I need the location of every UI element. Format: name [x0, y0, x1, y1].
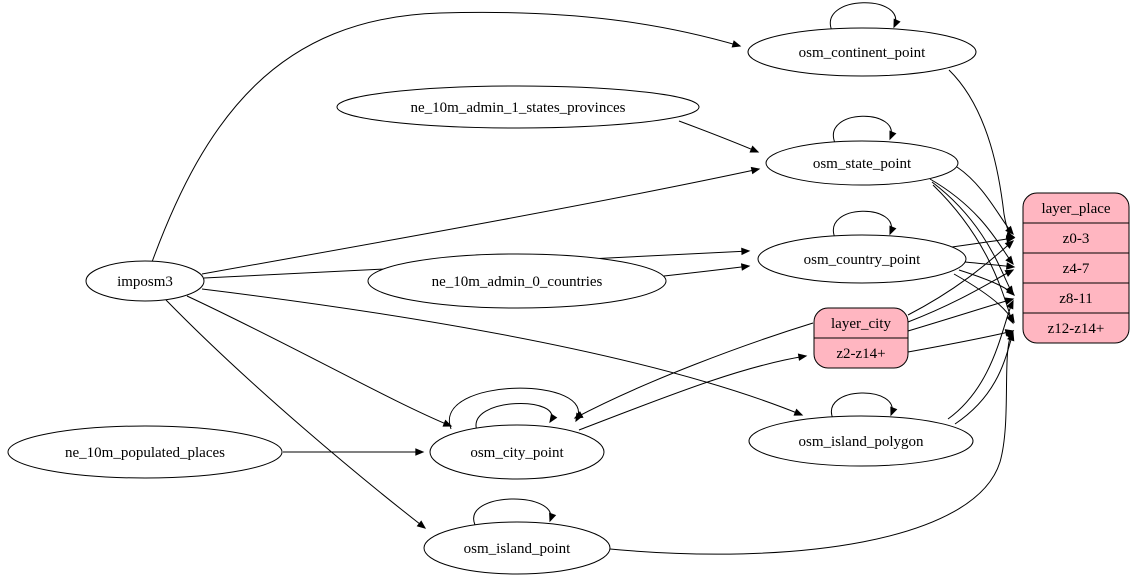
node-label: osm_state_point — [813, 156, 912, 172]
edge-imposm3-osm_island_point — [165, 299, 427, 529]
node-osm_country_point[interactable]: osm_country_point — [757, 234, 967, 284]
edge-ne_10m_admin_0_countries-osm_country_point — [663, 263, 751, 277]
loop-osm_country_point — [832, 210, 897, 239]
loop-osm_island_point — [473, 498, 557, 526]
node-shape[interactable] — [757, 234, 967, 284]
record-row-z12-z14[interactable]: z12-z14+ — [1048, 321, 1105, 337]
loop-osm_city_point-outer — [448, 387, 584, 430]
loop-osm_continent_point — [829, 2, 901, 32]
node-shape[interactable] — [429, 424, 605, 480]
loop-osm_city_point-inner — [475, 403, 558, 432]
edge-osm_continent_point-layer_place-z0_3 — [948, 69, 1016, 239]
node-osm_city_point[interactable]: osm_city_point — [429, 424, 605, 480]
node-ne_10m_admin_1_states_provinces[interactable]: ne_10m_admin_1_states_provinces — [336, 85, 700, 129]
node-shape[interactable] — [7, 425, 283, 479]
edge-osm_city_point-layer_city-z2 — [578, 353, 808, 431]
edge-osm_country_point-layer_place-z4_7 — [964, 261, 1016, 270]
node-osm_continent_point[interactable]: osm_continent_point — [747, 27, 977, 77]
edge-osm_country_point-layer_place-z0_3 — [951, 235, 1016, 248]
edge-osm_island_polygon-layer_place-z12_z14 — [954, 331, 1015, 425]
node-ne_10m_populated_places[interactable]: ne_10m_populated_places — [7, 425, 283, 479]
node-label: osm_country_point — [804, 252, 921, 268]
record-row-z0-3[interactable]: z0-3 — [1063, 231, 1090, 247]
edge-osm_country_point-layer_place-z12_z14 — [953, 273, 1015, 324]
loop-osm_island_polygon — [830, 392, 898, 420]
loop-osm_state_point — [832, 115, 897, 144]
node-label: osm_island_polygon — [798, 434, 924, 450]
node-label: osm_city_point — [470, 445, 564, 461]
record-row-z8-11[interactable]: z8-11 — [1059, 291, 1093, 307]
node-label: osm_continent_point — [799, 45, 926, 61]
node-osm_island_polygon[interactable]: osm_island_polygon — [748, 415, 974, 467]
node-shape[interactable] — [336, 85, 700, 129]
record-title: layer_city — [831, 316, 891, 332]
record-row-z4-7[interactable]: z4-7 — [1063, 261, 1090, 277]
edge-ne_10m_admin_1_states_provinces-osm_state_point — [678, 120, 760, 153]
node-imposm3[interactable]: imposm3 — [85, 260, 205, 302]
node-ne_10m_admin_0_countries[interactable]: ne_10m_admin_0_countries — [367, 253, 667, 309]
edge-layer_city-layer_place-z8_11 — [907, 297, 1015, 332]
edge-osm_island_polygon-layer_place-z8_11 — [947, 299, 1014, 420]
record-title: layer_place — [1041, 201, 1110, 217]
node-layer_place[interactable]: layer_place z0-3 z4-7 z8-11 z12-z14+ — [1022, 192, 1130, 344]
edge-imposm3-osm_city_point — [186, 295, 453, 427]
node-label: imposm3 — [117, 274, 173, 290]
edge-layer_city-osm_city_point — [573, 322, 814, 419]
edge-layer — [151, 2, 1016, 555]
edge-imposm3-osm_island_polygon — [201, 288, 804, 416]
edge-layer_city-layer_place-z4_7 — [907, 269, 1015, 323]
edge-layer_city-layer_place-z12_z14 — [907, 329, 1015, 353]
edge-imposm3-osm_state_point — [201, 166, 761, 275]
node-label: ne_10m_admin_0_countries — [432, 274, 603, 290]
node-shape[interactable] — [765, 140, 959, 186]
edge-osm_state_point-layer_place-z4_7 — [929, 178, 1014, 266]
edge-imposm3-osm_continent_point — [151, 11, 742, 263]
node-layer_city[interactable]: layer_city z2-z14+ — [813, 307, 909, 369]
node-label: ne_10m_populated_places — [65, 445, 225, 461]
node-osm_state_point[interactable]: osm_state_point — [765, 140, 959, 186]
node-shape[interactable] — [748, 415, 974, 467]
record-row-z2-z14[interactable]: z2-z14+ — [836, 346, 885, 362]
node-shape[interactable] — [85, 260, 205, 302]
node-osm_island_point[interactable]: osm_island_point — [423, 521, 611, 575]
node-shape[interactable] — [1022, 192, 1130, 344]
node-label: ne_10m_admin_1_states_provinces — [411, 100, 626, 116]
node-shape[interactable] — [747, 27, 977, 77]
edge-osm_state_point-layer_place-z0_3 — [956, 166, 1014, 236]
node-shape[interactable] — [423, 521, 611, 575]
edge-osm_island_point-layer_place-z12_z14 — [609, 329, 1014, 555]
node-label: osm_island_point — [464, 541, 572, 557]
node-shape[interactable] — [367, 253, 667, 309]
